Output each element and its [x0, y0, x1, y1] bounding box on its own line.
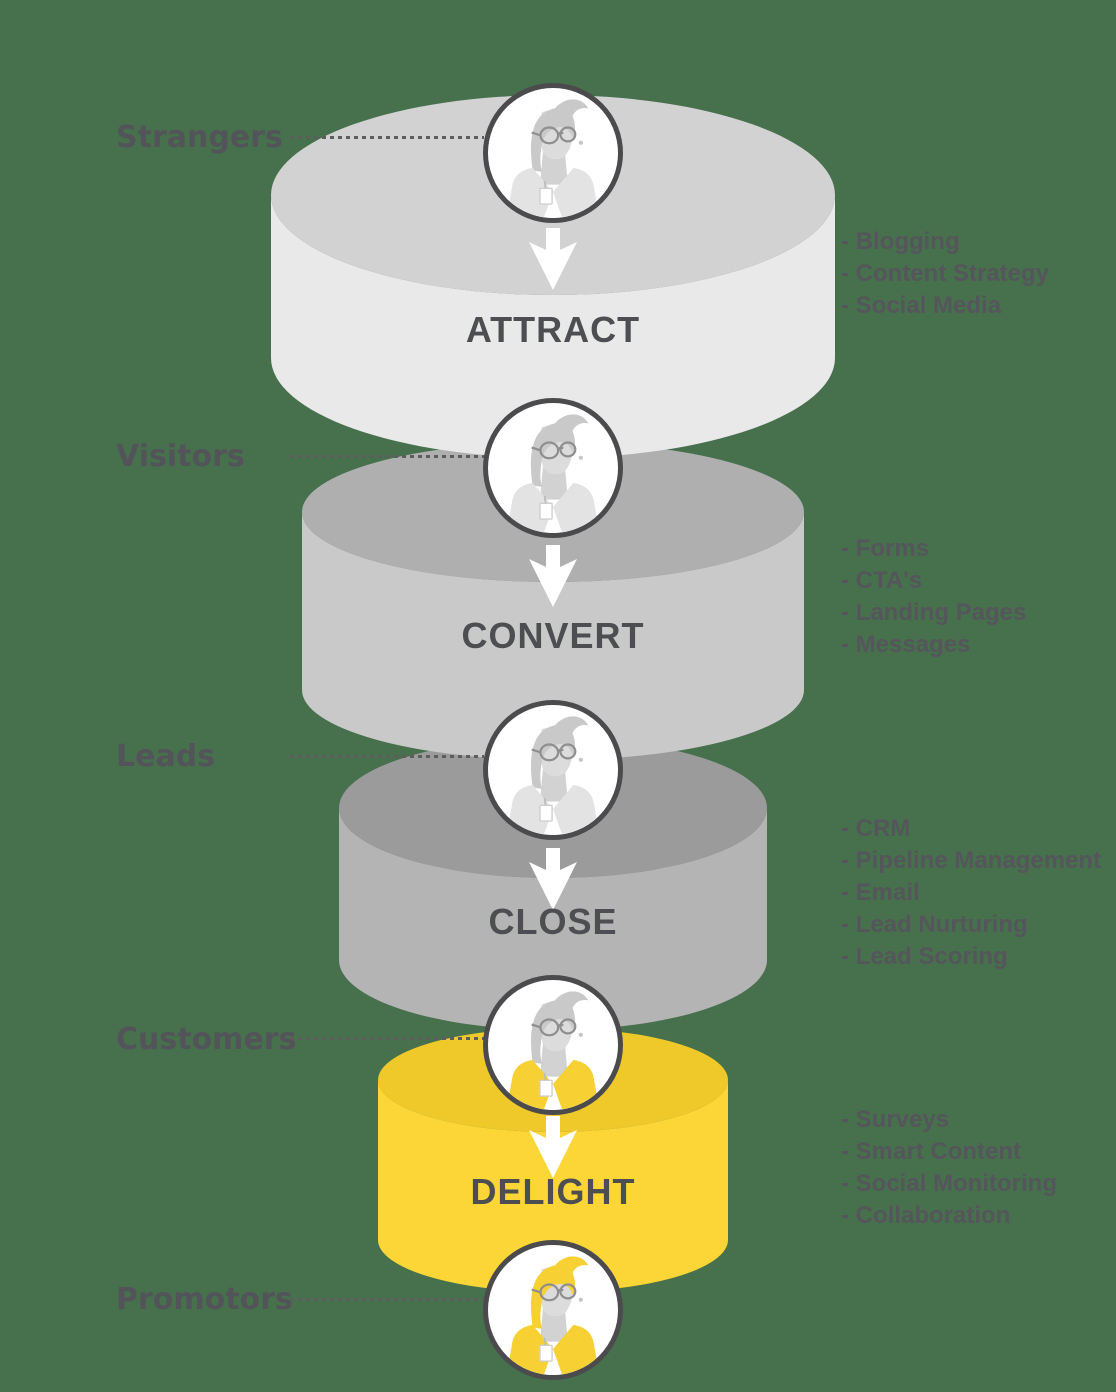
persona-icon [506, 991, 600, 1110]
stage-label-convert: CONVERT [461, 615, 645, 656]
persona-jacket-left [506, 784, 553, 835]
glasses-icon [531, 441, 577, 460]
badge-icon [539, 1344, 553, 1362]
persona-hair [530, 991, 589, 1064]
persona-jacket-right [553, 482, 600, 533]
persona-jacket-left [506, 167, 553, 218]
leader-line-promotors [290, 1298, 484, 1301]
tactic-item: - Social Monitoring [841, 1170, 1057, 1197]
avatar-circle-customers [483, 975, 623, 1115]
audience-label-visitors: Visitors [116, 439, 245, 474]
stage-label-attract: ATTRACT [465, 309, 641, 350]
persona-jacket-left [506, 482, 553, 533]
tactic-item: - Forms [841, 535, 930, 562]
audience-label-strangers: Strangers [116, 120, 283, 155]
badge-clip [543, 1337, 547, 1346]
persona-icon [506, 99, 600, 218]
badge-clip [543, 180, 547, 189]
earring-dot [578, 757, 583, 762]
convert-cylinder-body [302, 512, 804, 760]
glasses-icon [531, 126, 577, 145]
tactic-item: - Landing Pages [841, 599, 1027, 626]
avatar-circle-visitors [483, 398, 623, 538]
earring-dot [578, 140, 583, 145]
persona-jacket-left [506, 1324, 553, 1375]
leader-line-customers [290, 1037, 484, 1040]
persona-hair [530, 1256, 589, 1329]
tactic-item: - Lead Scoring [841, 943, 1008, 970]
stage-label-close: CLOSE [488, 901, 618, 942]
down-arrow-2 [529, 545, 577, 607]
avatar-circle-promotors [483, 1240, 623, 1380]
persona-icon [506, 1256, 600, 1375]
persona-jacket-left [506, 1059, 553, 1110]
leader-line-strangers [290, 136, 484, 139]
glasses-icon [531, 743, 577, 762]
persona-jacket-right [553, 784, 600, 835]
earring-dot [578, 455, 583, 460]
badge-clip [543, 797, 547, 806]
close-cylinder-body [339, 808, 767, 1030]
audience-label-customers: Customers [116, 1022, 297, 1057]
tactic-item: - CTA's [841, 567, 923, 594]
badge-icon [539, 187, 553, 205]
tactic-item: - Messages [841, 631, 971, 658]
persona-jacket-right [553, 167, 600, 218]
glasses-icon [531, 1018, 577, 1037]
tactic-item: - Social Media [841, 292, 1002, 319]
tactic-item: - Content Strategy [841, 260, 1050, 287]
audience-label-promotors: Promotors [116, 1282, 293, 1317]
stage-label-delight: DELIGHT [470, 1171, 636, 1212]
glasses-icon [531, 1283, 577, 1302]
tactic-item: - Email [841, 879, 920, 906]
badge-clip [543, 495, 547, 504]
tactic-item: - Surveys [841, 1106, 950, 1133]
tactic-list-delight: - Surveys - Smart Content - Social Monitor… [841, 1104, 1057, 1232]
earring-dot [578, 1297, 583, 1302]
persona-hair [530, 716, 589, 789]
audience-label-leads: Leads [116, 739, 216, 774]
badge-clip [543, 1072, 547, 1081]
leader-line-leads [290, 755, 484, 758]
tactic-item: - Pipeline Management [841, 847, 1102, 874]
tactic-item: - Smart Content [841, 1138, 1021, 1165]
tactic-list-convert: - Forms - CTA's - Landing Pages - Messages [841, 533, 1026, 661]
down-arrow-4 [529, 1116, 577, 1178]
tactic-item: - CRM [841, 815, 911, 842]
delight-cylinder-body [378, 1080, 728, 1292]
persona-icon [506, 414, 600, 533]
badge-icon [539, 502, 553, 520]
earring-dot [578, 1032, 583, 1037]
persona-jacket-right [553, 1324, 600, 1375]
down-arrow-3 [529, 848, 577, 910]
attract-cylinder-body [271, 195, 835, 458]
tactic-list-close: - CRM - Pipeline Management - Email - Lead … [841, 813, 1101, 973]
tactic-item: - Blogging [841, 228, 960, 255]
badge-icon [539, 804, 553, 822]
down-arrow-1 [529, 228, 577, 290]
persona-hair [530, 99, 589, 172]
badge-icon [539, 1079, 553, 1097]
tactic-item: - Collaboration [841, 1202, 1011, 1229]
avatar-circle-strangers [483, 83, 623, 223]
persona-jacket-right [553, 1059, 600, 1110]
tactic-list-attract: - Blogging - Content Strategy - Social Med… [841, 226, 1049, 322]
avatar-circle-leads [483, 700, 623, 840]
tactic-item: - Lead Nurturing [841, 911, 1028, 938]
leader-line-visitors [290, 455, 484, 458]
persona-hair [530, 414, 589, 487]
persona-icon [506, 716, 600, 835]
